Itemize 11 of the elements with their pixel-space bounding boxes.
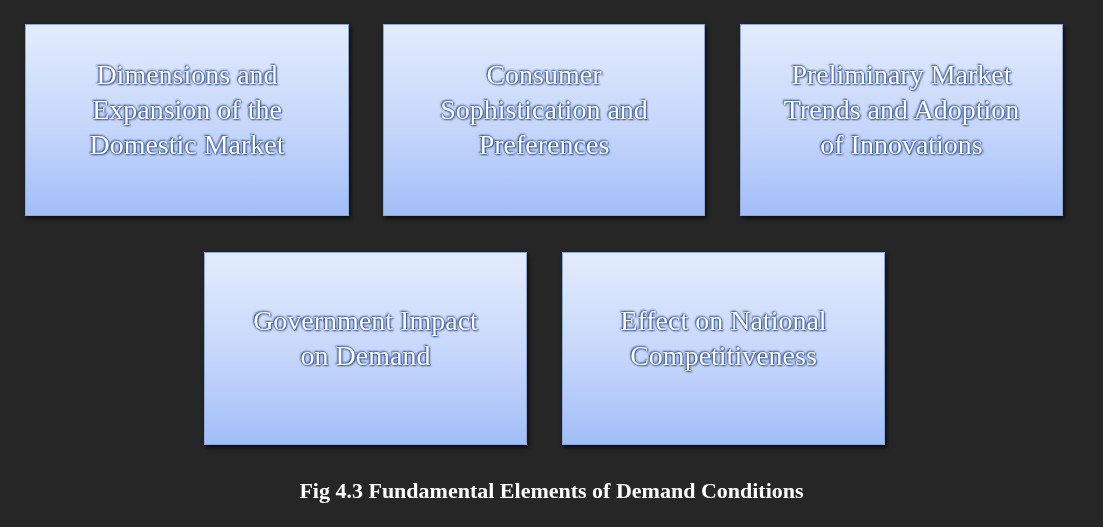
box-label: Effect on National Competitiveness	[619, 303, 828, 373]
gradient-box	[25, 24, 349, 216]
gradient-box	[740, 24, 1063, 216]
box-label: Preliminary Market Trends and Adoption of Innovations	[782, 57, 1021, 162]
gradient-box	[562, 252, 885, 445]
gradient-box	[204, 252, 527, 445]
box-label: Dimensions and Expansion of the Domestic Market	[88, 57, 286, 162]
box-label: Government Impact on Demand	[252, 303, 479, 373]
figure-caption: Fig 4.3 Fundamental Elements of Demand Conditions	[298, 478, 805, 504]
box-label: Consumer Sophistication and Preferences	[439, 57, 649, 162]
gradient-box	[383, 24, 705, 216]
